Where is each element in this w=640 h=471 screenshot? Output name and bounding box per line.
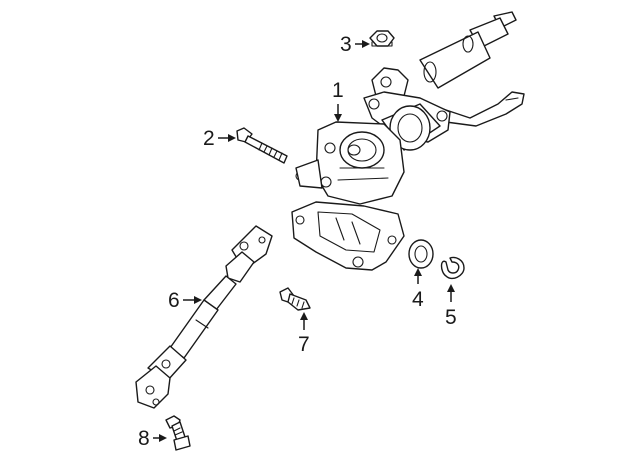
callout-leaders — [153, 40, 455, 442]
flange-nut-part-3[interactable] — [369, 30, 395, 47]
arrow-6 — [194, 296, 202, 304]
callout-1: 1 — [332, 79, 344, 102]
callout-6: 6 — [168, 289, 180, 312]
callout-3: 3 — [340, 33, 352, 56]
bolt-part-8[interactable] — [165, 415, 191, 451]
callout-7: 7 — [298, 333, 310, 356]
arrow-8 — [159, 434, 167, 442]
bolt-part-7[interactable] — [279, 287, 311, 311]
steering-column-assembly-part-1[interactable] — [291, 11, 525, 271]
long-bolt-part-2[interactable] — [236, 127, 288, 164]
snap-ring-part-5[interactable] — [440, 256, 465, 280]
callout-4: 4 — [412, 288, 424, 311]
callout-5: 5 — [445, 306, 457, 329]
seal-ring-part-4[interactable] — [408, 239, 434, 269]
arrow-3 — [362, 40, 370, 48]
arrow-4 — [414, 268, 422, 276]
callout-2: 2 — [203, 127, 215, 150]
callout-8: 8 — [138, 427, 150, 450]
arrow-2 — [228, 134, 236, 142]
arrow-7 — [300, 312, 308, 320]
arrow-1 — [334, 114, 342, 122]
intermediate-shaft-part-6[interactable] — [135, 225, 273, 409]
arrow-5 — [447, 284, 455, 292]
